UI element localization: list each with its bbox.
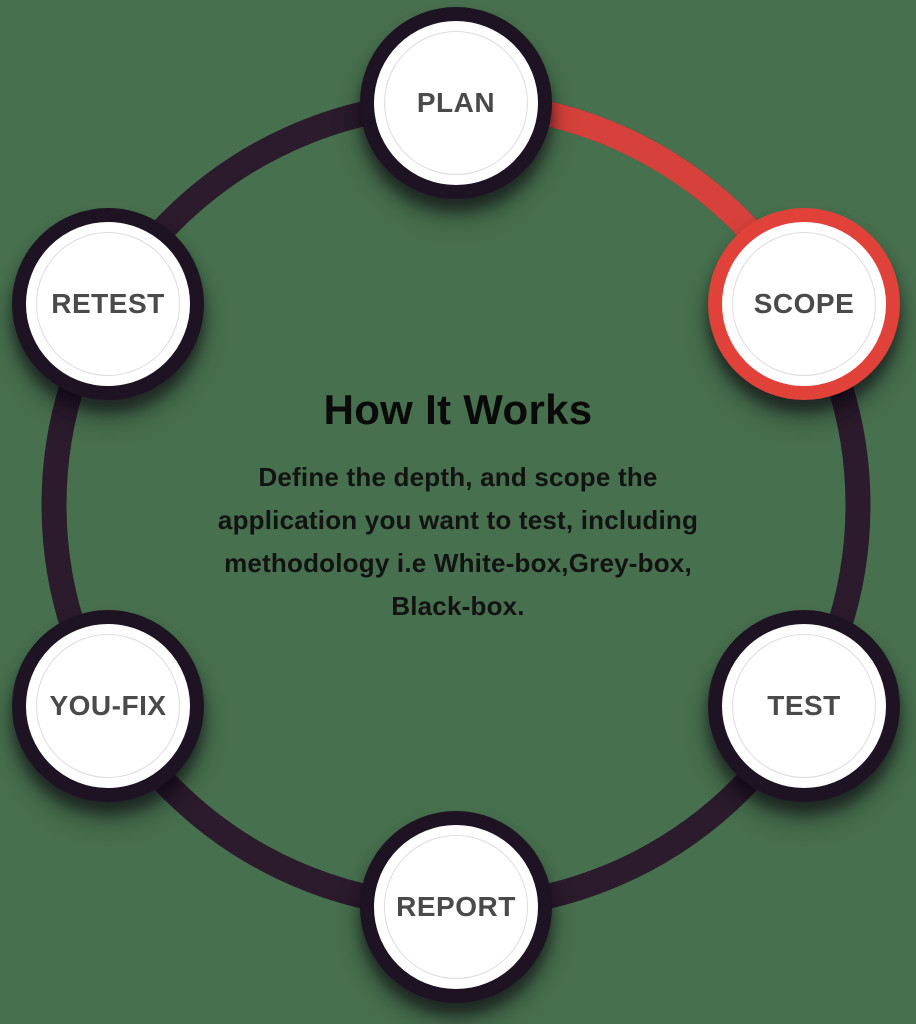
step-node-scope[interactable]: SCOPE <box>708 208 900 400</box>
step-label-report: REPORT <box>396 891 516 922</box>
description-line: application you want to test, including <box>217 505 699 535</box>
step-label-scope: SCOPE <box>753 288 855 319</box>
step-node-retest[interactable]: RETEST <box>12 208 204 400</box>
step-label-test: TEST <box>767 690 841 721</box>
step-node-plan[interactable]: PLAN <box>360 7 552 199</box>
diagram-description: Define the depth, and scope the applicat… <box>128 456 788 628</box>
diagram-title: How It Works <box>323 386 593 433</box>
step-node-you-fix[interactable]: YOU-FIX <box>12 610 204 802</box>
step-label-plan: PLAN <box>416 87 496 118</box>
description-line: Define the depth, and scope the <box>258 462 658 492</box>
step-label-you-fix: YOU-FIX <box>49 690 167 721</box>
center-content: How It Works Define the depth, and scope… <box>128 386 788 628</box>
step-node-report[interactable]: REPORT <box>360 811 552 1003</box>
description-line: methodology i.e White-box,Grey-box, <box>224 548 692 578</box>
step-label-retest: RETEST <box>51 288 165 319</box>
step-node-test[interactable]: TEST <box>708 610 900 802</box>
description-line: Black-box. <box>391 591 525 621</box>
